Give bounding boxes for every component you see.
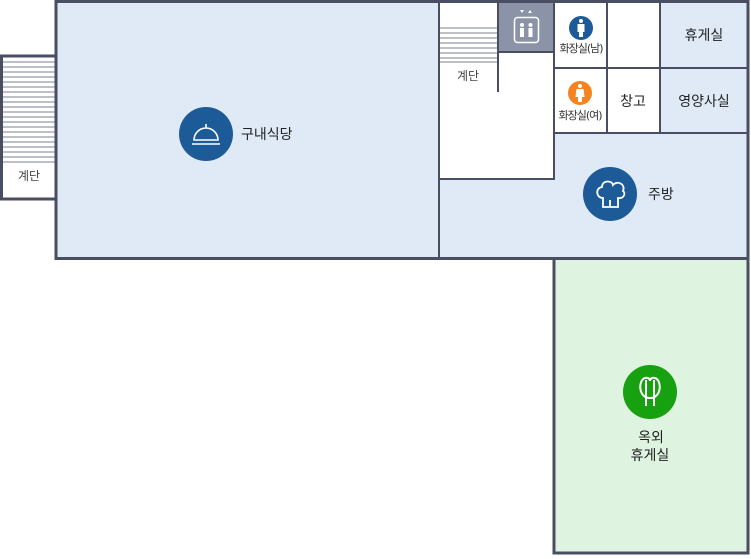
- elevator-icon: [513, 10, 540, 44]
- kitchen-label: 주방: [648, 187, 674, 203]
- stairs-left-label: 계단: [18, 169, 40, 183]
- restroom-women-label: 화장실(여): [558, 109, 602, 122]
- elevator[interactable]: [497, 1, 555, 53]
- room-restroom-women[interactable]: 화장실(여): [553, 67, 608, 134]
- room-nutritionist-office[interactable]: 영양사실: [659, 67, 749, 134]
- tree-icon: [623, 365, 677, 419]
- room-stairs-left[interactable]: 계단: [0, 54, 58, 201]
- outdoor-lounge-label: 옥외: [638, 430, 664, 446]
- room-unlabeled: [606, 1, 661, 69]
- cloche-icon: [179, 107, 233, 161]
- chef-hat-icon: [583, 167, 637, 221]
- nutritionist-office-label: 영양사실: [678, 94, 730, 110]
- restroom-men-label: 화장실(남): [559, 42, 603, 55]
- room-kitchen[interactable]: 주방: [583, 167, 674, 221]
- outdoor-lounge-label-2: 휴게실: [631, 448, 670, 464]
- female-icon: [568, 81, 592, 105]
- room-lounge[interactable]: 휴게실: [659, 1, 749, 69]
- male-icon: [569, 16, 593, 40]
- room-storage[interactable]: 창고: [606, 67, 661, 134]
- stair-steps: [440, 27, 497, 63]
- room-restroom-men[interactable]: 화장실(남): [553, 1, 608, 69]
- room-outdoor-lounge[interactable]: 옥외 휴게실: [552, 255, 750, 555]
- stair-steps: [3, 61, 55, 163]
- storage-label: 창고: [620, 94, 646, 110]
- stairs-center-label: 계단: [457, 69, 479, 83]
- lounge-label: 휴게실: [685, 28, 724, 44]
- cafeteria-label: 구내식당: [241, 127, 293, 143]
- room-cafeteria[interactable]: 구내식당: [179, 107, 293, 161]
